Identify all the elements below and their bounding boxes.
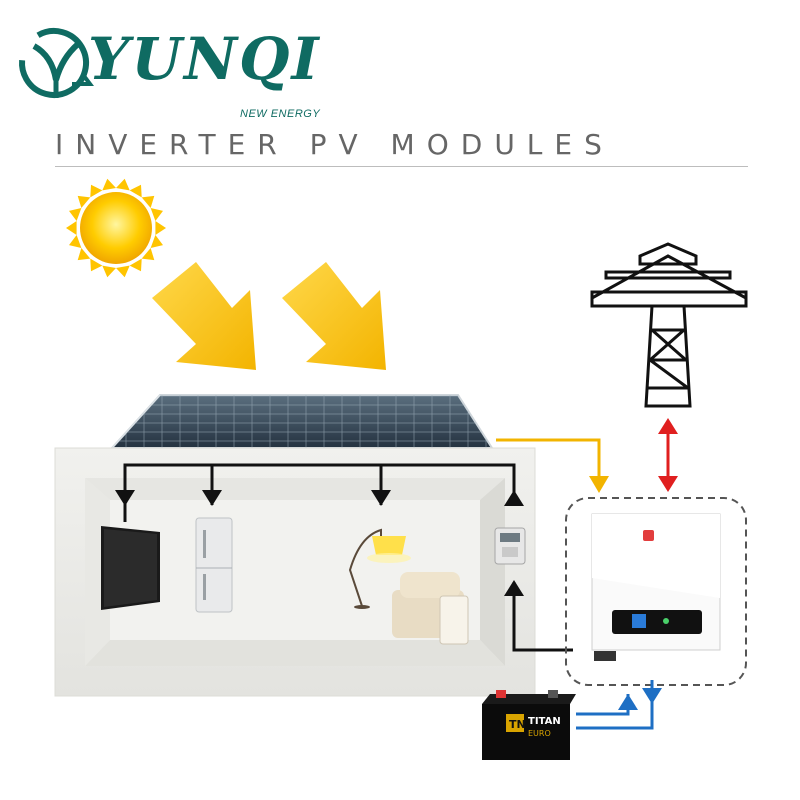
- sun-ray: [66, 221, 77, 235]
- inverter-zone: [565, 497, 747, 686]
- brand-name: YUNQI: [88, 25, 321, 93]
- floor-lamp-icon: [348, 528, 411, 609]
- sun-ray: [90, 184, 103, 198]
- sun-ray: [102, 178, 116, 191]
- sun-ray: [141, 248, 155, 261]
- sun-ray: [69, 208, 82, 222]
- sun-ray: [129, 258, 142, 272]
- battery-exchange-arrowheads: [618, 688, 662, 710]
- battery-logo: TN: [509, 718, 526, 731]
- sunlight-arrow-icon: [152, 262, 256, 370]
- sun-icon: [66, 178, 166, 278]
- sofa-icon: [392, 572, 469, 645]
- grid-exchange-line: [658, 418, 678, 492]
- battery-icon: TN TITAN EURO: [482, 690, 576, 760]
- sun-ray: [155, 221, 166, 235]
- pv-to-inverter-line: [496, 438, 609, 493]
- sun-ray: [129, 184, 142, 198]
- sunlight-arrow-icon: [282, 262, 386, 370]
- sun-ray: [141, 195, 155, 208]
- brand-tagline: NEW ENERGY: [240, 108, 321, 120]
- transmission-tower-icon: [590, 242, 748, 408]
- battery-brand: TITAN: [528, 716, 561, 727]
- page-title: INVERTER PV MODULES: [55, 128, 614, 161]
- sun-ray: [77, 195, 91, 208]
- inverter-icon: [591, 513, 721, 661]
- sun-ray: [77, 248, 91, 261]
- sun-ray: [150, 208, 163, 222]
- solar-panel-icon: [109, 394, 494, 449]
- sun-ray: [116, 265, 130, 278]
- sun-ray: [116, 178, 130, 191]
- sun-ray: [90, 258, 103, 272]
- sun-ray: [150, 234, 163, 248]
- meter-icon: [494, 527, 526, 565]
- tv-icon: [101, 526, 160, 610]
- sun-ray: [69, 234, 82, 248]
- battery-sub-label: EURO: [528, 729, 551, 738]
- logo-mark-icon: [19, 28, 94, 98]
- load-supply-arrowheads: [115, 490, 524, 596]
- sun-ray: [102, 265, 116, 278]
- fridge-icon: [195, 517, 233, 613]
- title-divider: [55, 166, 748, 167]
- battery-exchange-lines: [576, 680, 654, 730]
